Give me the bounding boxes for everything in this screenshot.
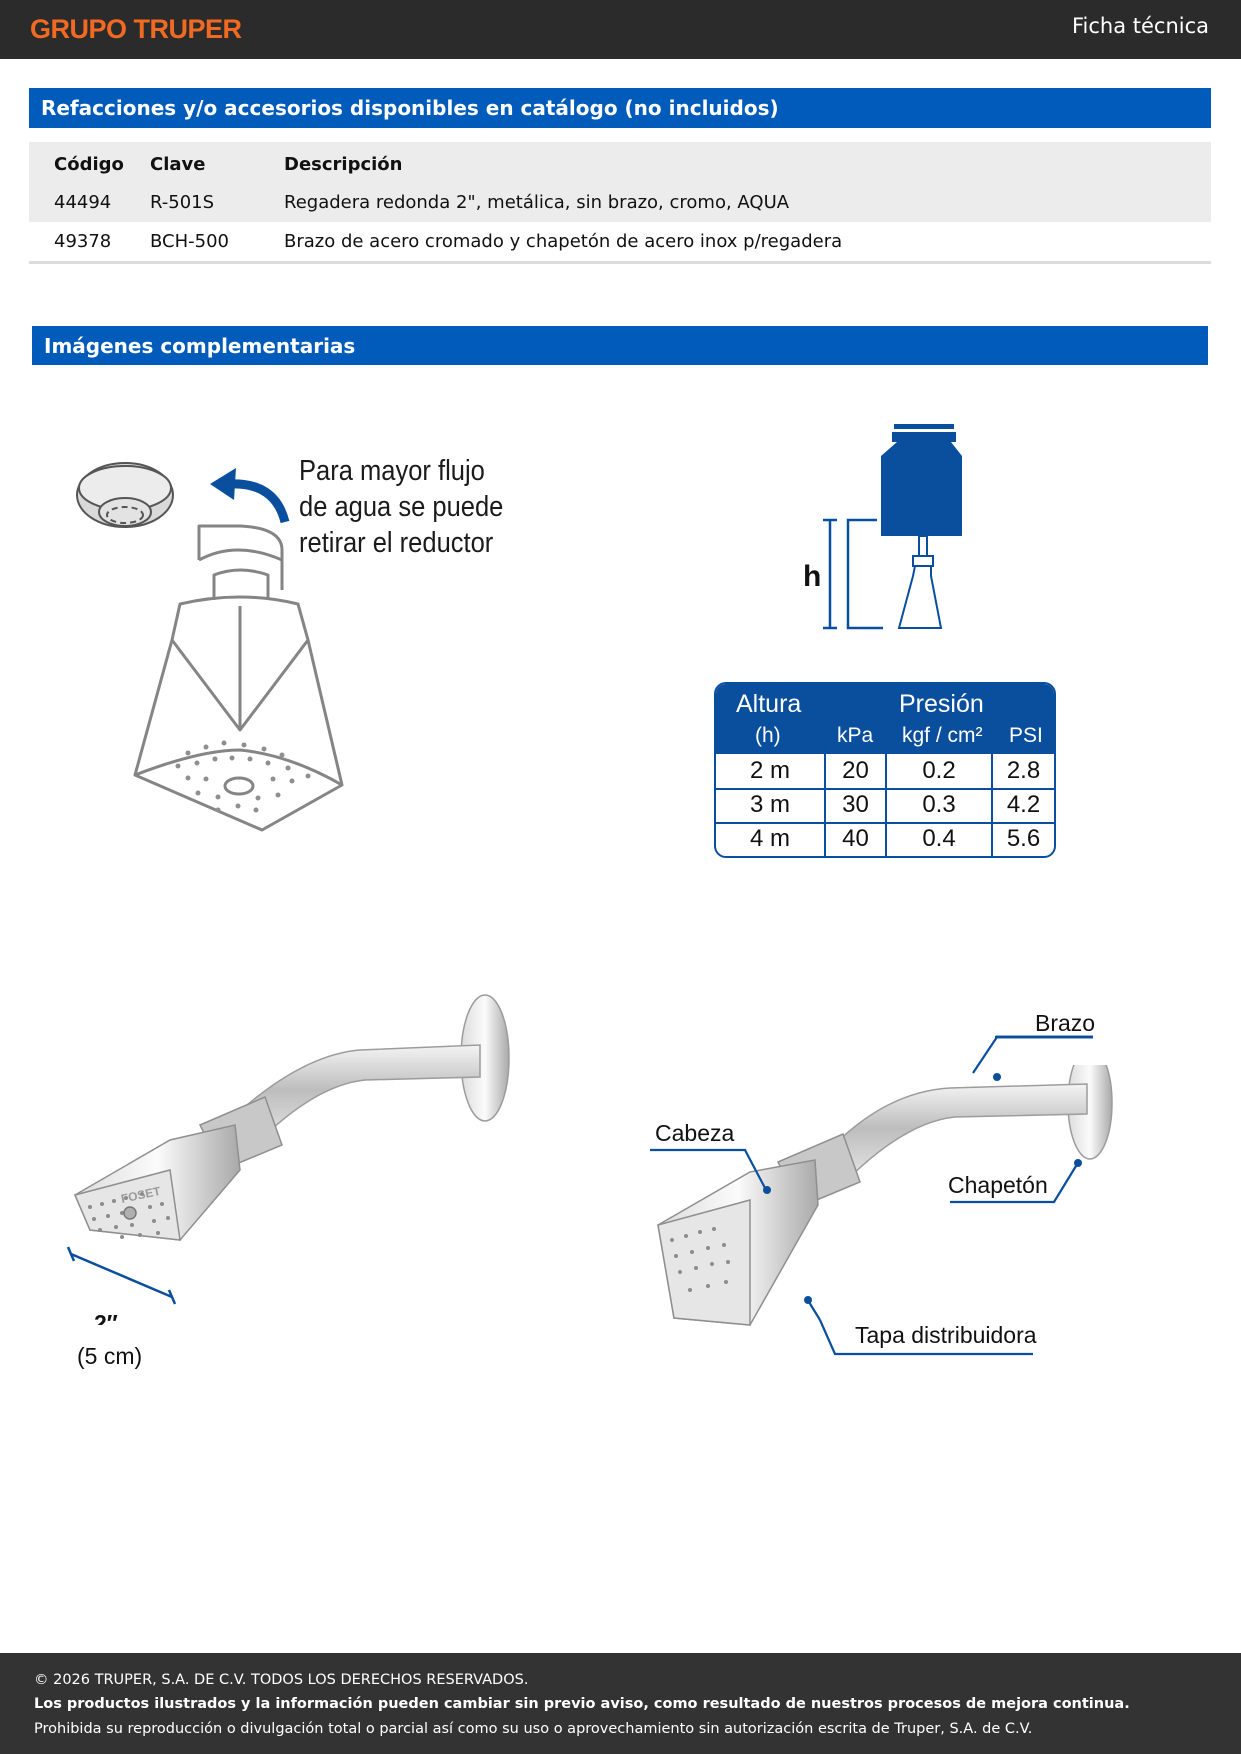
cell-code: 49378: [29, 222, 150, 264]
document-type: Ficha técnica: [1071, 14, 1209, 38]
accessories-section-title: Refacciones y/o accesorios disponibles e…: [29, 88, 1211, 128]
height-header: Altura: [736, 690, 802, 718]
accessories-table: Código Clave Descripción 44494 R-501S Re…: [29, 142, 1211, 264]
table-row: 44494 R-501S Regadera redonda 2", metáli…: [29, 182, 1211, 222]
part-label-head: Cabeza: [655, 1120, 735, 1146]
cell-key: R-501S: [150, 182, 280, 222]
spray-holes: [670, 1227, 730, 1292]
size-label: 2″: [94, 1310, 118, 1325]
shower-head-outline: [133, 524, 344, 832]
footer-copyright: © 2026 TRUPER, S.A. DE C.V. TODOS LOS DE…: [34, 1672, 529, 1688]
cell-description: Brazo de acero cromado y chapetón de ace…: [280, 222, 1211, 264]
shower-head-outline-illustration: [76, 462, 344, 832]
arrow-icon: [210, 468, 290, 524]
top-bar: GRUPO TRUPER Ficha técnica: [0, 0, 1241, 59]
leader-lines-parts: [650, 1035, 1093, 1356]
unit-psi: PSI: [1009, 724, 1043, 747]
size-metric-label: (5 cm): [77, 1343, 143, 1369]
water-tank-icon: [881, 424, 962, 629]
pressure-table-header: Altura (h) Presión kPa kgf / cm² PSI: [716, 684, 1054, 754]
column-header-key: Clave: [150, 142, 280, 182]
spray-holes: [175, 740, 311, 813]
table-header-row: Código Clave Descripción: [29, 142, 1211, 182]
height-unit: (h): [755, 724, 781, 747]
unit-kpa: kPa: [837, 724, 874, 747]
shower-product-photo: FOSET 2″: [66, 994, 510, 1325]
cell-description: Regadera redonda 2", metálica, sin brazo…: [280, 182, 1211, 222]
cell-key: BCH-500: [150, 222, 280, 264]
pressure-table: Altura (h) Presión kPa kgf / cm² PSI 2 m…: [714, 682, 1056, 858]
pressure-header: Presión: [899, 690, 984, 718]
part-label-flange: Chapetón: [948, 1172, 1048, 1198]
column-header-description: Descripción: [280, 142, 1211, 182]
brand-logo: GRUPO TRUPER: [30, 14, 242, 44]
footer-notice: Los productos ilustrados y la informació…: [34, 1696, 1130, 1712]
height-label: h: [803, 560, 821, 593]
reducer-note: Para mayor flujo de agua se puede retira…: [299, 455, 504, 559]
part-label-cap: Tapa distribuidora: [855, 1322, 1037, 1348]
spray-holes: [88, 1192, 170, 1239]
height-bracket: [823, 518, 883, 630]
column-header-code: Código: [29, 142, 150, 182]
table-row: 49378 BCH-500 Brazo de acero cromado y c…: [29, 222, 1211, 264]
images-section-title: Imágenes complementarias: [32, 326, 1208, 365]
part-label-arm: Brazo: [1035, 1010, 1096, 1036]
reducer-icon: [76, 462, 174, 528]
unit-kgf: kgf / cm²: [902, 724, 983, 747]
footer: © 2026 TRUPER, S.A. DE C.V. TODOS LOS DE…: [0, 1653, 1241, 1754]
footer-rights: Prohibida su reproducción o divulgación …: [34, 1721, 1033, 1737]
dimension-line: [66, 1246, 177, 1305]
installation-height-diagram: h: [803, 424, 962, 630]
cell-code: 44494: [29, 182, 150, 222]
